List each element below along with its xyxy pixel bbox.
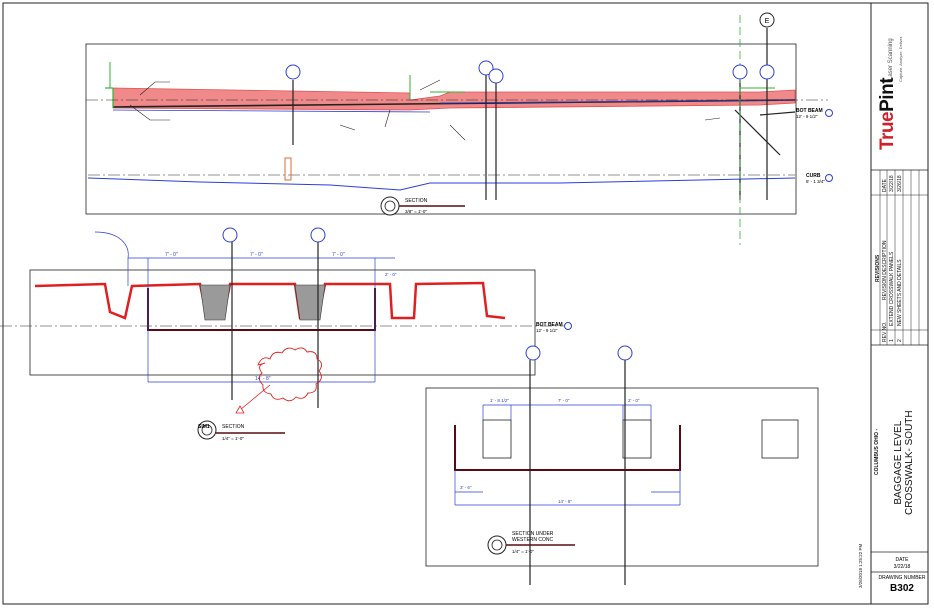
date-label: DATE (895, 557, 909, 563)
dim-2: 7' - 0" (250, 252, 263, 258)
rev-1-date: 3/22/18 (889, 175, 895, 192)
sheet-title-line1: BAGGAGE LEVEL (893, 420, 904, 505)
curb-line (87, 177, 796, 191)
rev-2-date: 3/26/18 (897, 175, 903, 192)
grid-bubble (732, 64, 748, 80)
rev-1-no: 1 (889, 339, 895, 342)
rev-col-desc: REVISION DESCRIPTION (882, 240, 888, 300)
revisions-header: REVISIONS (875, 254, 881, 282)
grid-e-label: E (765, 18, 770, 25)
brand-point: P (877, 99, 898, 112)
grid-bubble (525, 345, 541, 361)
brand-tagline: Laser Scanning (888, 38, 894, 80)
dim-9: 14' - 8" (255, 376, 271, 382)
section-view-middle: 7' - 0" 7' - 0" 7' - 0" 2' - 0" 14' - 8"… (0, 227, 572, 441)
drawing-number: B302 (890, 583, 914, 594)
rev-1-desc: EXTEND CROSSWALK PANELS (889, 251, 895, 326)
revision-cloud (257, 347, 322, 402)
level-curb-elev: 8' - 1 3/4" (806, 179, 825, 184)
print-stamp: 3/26/2018 1:25:22 PM (858, 543, 863, 588)
section-bot-title: SECTION UNDER (512, 531, 554, 537)
dim-bottom-total: 14' - 8" (558, 499, 572, 504)
section-bot-title2: WESTERN CONC (512, 537, 554, 543)
section-bot-scale: 1/4" = 1'-0" (512, 549, 534, 554)
section-mid-id: SIM1 (198, 424, 210, 430)
section-view-bottom: 1' - 8 1/2" 7' - 0" 2' - 0" 3' - 6" 14' … (425, 345, 819, 585)
brand-logo: TruePint (877, 78, 899, 150)
dim-5: 1' - 8 1/2" (490, 398, 509, 403)
sheet-title: BAGGAGE LEVEL CROSSWALK- SOUTH (893, 410, 915, 515)
dim-6: 2' - 0" (628, 398, 640, 403)
dim-3: 7' - 0" (332, 252, 345, 258)
grid-bubble (488, 68, 504, 84)
section-mid-scale: 1/4" = 1'-0" (222, 436, 244, 441)
brand-tagline2: Capture. Analyze. Deliver. (898, 35, 903, 82)
grid-bubble (478, 60, 494, 76)
dim-8: 7' - 0" (558, 398, 570, 403)
level-top-beam-elev: 12' - 9 1/2" (796, 114, 818, 119)
level-top-beam: BOT BEAM (796, 108, 823, 114)
section-top-scale: 3/8" = 1'-0" (405, 209, 427, 214)
brand-true: True (877, 111, 898, 150)
grid-bubble (222, 227, 238, 243)
channel-bottom (454, 425, 681, 471)
dim-1: 7' - 0" (165, 252, 178, 258)
project-location: COLUMBUS OHIO - (874, 428, 880, 475)
grid-bubble (759, 64, 775, 80)
rev-2-desc: NEW SHEETS AND DETAILS (897, 259, 903, 326)
level-mid-beam-elev: 12' - 9 1/2" (536, 328, 558, 333)
date-value: 3/22/18 (893, 564, 911, 570)
grid-bubble (617, 345, 633, 361)
rev-col-date: DATE (882, 179, 888, 192)
section-mid-title: SECTION (222, 424, 245, 430)
level-mid-beam: BOT BEAM (536, 322, 563, 328)
view-frame-middle (29, 269, 536, 376)
grid-bubble (285, 64, 301, 80)
section-top-title: SECTION (405, 198, 428, 204)
level-curb: CURB (806, 173, 821, 179)
grid-e-bubble (759, 12, 775, 28)
rev-col-no: REV NO. (882, 321, 888, 342)
grid-bubble (310, 227, 326, 243)
rev-2-no: 2 (897, 339, 903, 342)
sheet-title-line2: CROSSWALK- SOUTH (904, 410, 915, 515)
dim-7: 3' - 6" (460, 485, 472, 490)
brand-rest: int (877, 77, 898, 100)
dim-4: 2' - 0" (385, 272, 397, 277)
view-frame-bottom (425, 387, 819, 567)
section-view-top: E BOT BEAM 12' - 9 1/2" CURB 8' - 1 3/4"… (85, 12, 833, 245)
drawing-number-label: DRAWING NUMBER (878, 575, 926, 581)
view-frame-top (85, 43, 797, 215)
revision-table (871, 170, 928, 345)
revision-delta (235, 405, 245, 414)
